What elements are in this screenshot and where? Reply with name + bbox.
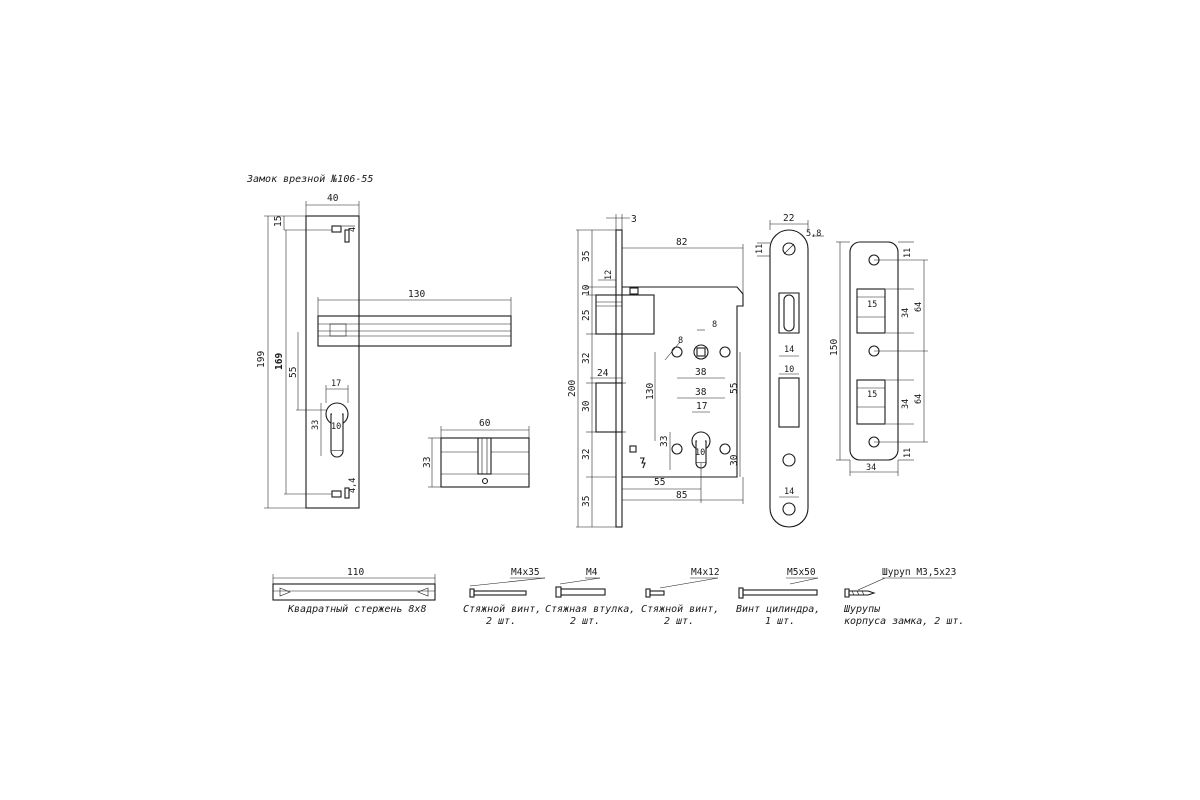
part-woodscrew-label: Шурупы	[843, 604, 881, 615]
lock-body-view	[595, 229, 744, 528]
part-m4x35-dim: М4х35	[511, 567, 540, 578]
dim-face-14a: 14	[784, 345, 794, 355]
dim-lock-55h: 55	[654, 477, 665, 488]
part-m4x35-label: Стяжной винт,	[463, 603, 541, 615]
handle-plate-view	[305, 215, 512, 509]
dim-handle-199: 199	[256, 351, 267, 368]
dim-handle-17: 17	[331, 379, 341, 389]
dim-lock-55v: 55	[729, 383, 740, 394]
part-m4x12-label: Стяжной винт,	[641, 603, 719, 615]
dim-lock-24: 24	[597, 368, 609, 379]
dim-handle-15: 15	[273, 216, 284, 227]
dim-strike-34b: 34	[901, 399, 911, 409]
dim-strike-15a: 15	[867, 300, 877, 310]
dim-handle-169: 169	[274, 353, 285, 370]
dim-lock-82: 82	[676, 237, 687, 248]
part-sleeve-label: Стяжная втулка,	[545, 604, 635, 615]
dim-lock-33: 33	[659, 436, 670, 447]
part-m5x50-qty: 1 шт.	[765, 616, 795, 627]
dim-strike-11b: 11	[903, 448, 913, 458]
dim-lock-32b: 32	[581, 449, 592, 460]
dim-lock-10b: 10	[695, 448, 705, 458]
dim-cylinder-60: 60	[479, 418, 491, 429]
cylinder-dimensions: 60 33	[422, 418, 530, 488]
part-m4x12-dim: М4х12	[691, 567, 720, 578]
dim-face-10: 10	[784, 365, 794, 375]
part-woodscrew-dim: Шуруп М3,5х23	[882, 567, 956, 578]
part-sleeve-dim: М4	[586, 567, 598, 578]
dim-lock-200: 200	[567, 380, 578, 397]
dim-face-22: 22	[783, 213, 794, 224]
drawing-title: Замок врезной №106-55	[246, 173, 373, 185]
dim-lock-10: 10	[581, 284, 592, 296]
dim-lock-25: 25	[581, 310, 592, 321]
part-square-spindle: 110 Квадратный стержень 8х8	[272, 567, 436, 615]
dim-handle-4: 4	[348, 227, 358, 232]
part-sleeve-m4: М4 Стяжная втулка, 2 шт.	[545, 567, 635, 627]
strike-dimensions: 150 11 64 15 34 64 15 34 11 34	[829, 241, 928, 476]
faceplate-dimensions: 22 5,8 11 14 10 14	[755, 213, 824, 498]
dim-lock-17: 17	[696, 401, 707, 412]
dim-handle-33: 33	[311, 420, 321, 430]
dim-lever-130: 130	[408, 289, 425, 300]
part-woodscrew-qty: корпуса замка, 2 шт.	[844, 616, 964, 627]
dim-handle-width: 40	[327, 193, 339, 204]
part-spindle-dim: 110	[347, 567, 364, 578]
part-screw-m5x50: М5х50 Винт цилиндра, 1 шт.	[736, 567, 820, 627]
part-m4x12-qty: 2 шт.	[664, 616, 694, 627]
dim-face-58: 5,8	[806, 229, 821, 239]
dim-strike-11a: 11	[903, 248, 913, 258]
part-wood-screws: Шуруп М3,5х23 Шурупы корпуса замка, 2 шт…	[843, 567, 964, 627]
part-m5x50-dim: М5х50	[787, 567, 816, 578]
dim-strike-15b: 15	[867, 390, 877, 400]
dim-strike-150: 150	[829, 339, 840, 356]
part-sleeve-qty: 2 шт.	[570, 616, 600, 627]
dim-cylinder-33: 33	[422, 457, 433, 468]
dim-face-11: 11	[755, 244, 765, 254]
part-spindle-label: Квадратный стержень 8х8	[287, 603, 426, 615]
cylinder-view	[440, 437, 530, 488]
dim-lock-130: 130	[645, 383, 656, 400]
dim-strike-34w: 34	[866, 463, 876, 473]
part-m5x50-label: Винт цилиндра,	[736, 604, 820, 615]
dim-strike-64b: 64	[914, 394, 924, 404]
dim-lock-12: 12	[604, 270, 614, 280]
dim-strike-64a: 64	[914, 302, 924, 312]
dim-lock-8b: 8	[712, 320, 717, 330]
dim-lock-8a: 8	[678, 336, 683, 346]
part-m4x35-qty: 2 шт.	[486, 616, 516, 627]
dim-lock-35a: 35	[581, 251, 592, 262]
lock-dimensions: 3 82 200 35 10 25 32 30 32 35 12 24 130	[567, 214, 744, 528]
dim-handle-44: 4,4	[348, 478, 358, 493]
dim-strike-34a: 34	[901, 308, 911, 318]
dim-lock-35b: 35	[581, 496, 592, 507]
part-screw-m4x12: М4х12 Стяжной винт, 2 шт.	[641, 567, 720, 627]
dim-lock-32a: 32	[581, 353, 592, 364]
dim-lock-30a: 30	[581, 400, 592, 412]
handle-dimensions: 40 199 15 169 55 17 33 10 4 4,4	[256, 193, 512, 509]
dim-lock-38b: 38	[695, 387, 707, 398]
dim-face-14b: 14	[784, 487, 794, 497]
dim-lock-3: 3	[631, 214, 637, 225]
faceplate-view	[769, 229, 809, 528]
dim-lock-30b: 30	[729, 454, 740, 466]
dim-handle-10: 10	[331, 422, 341, 432]
dim-lock-38a: 38	[695, 367, 707, 378]
dim-lock-85: 85	[676, 490, 687, 501]
dim-handle-55: 55	[288, 367, 299, 378]
part-screw-m4x35: М4х35 Стяжной винт, 2 шт.	[463, 567, 546, 627]
